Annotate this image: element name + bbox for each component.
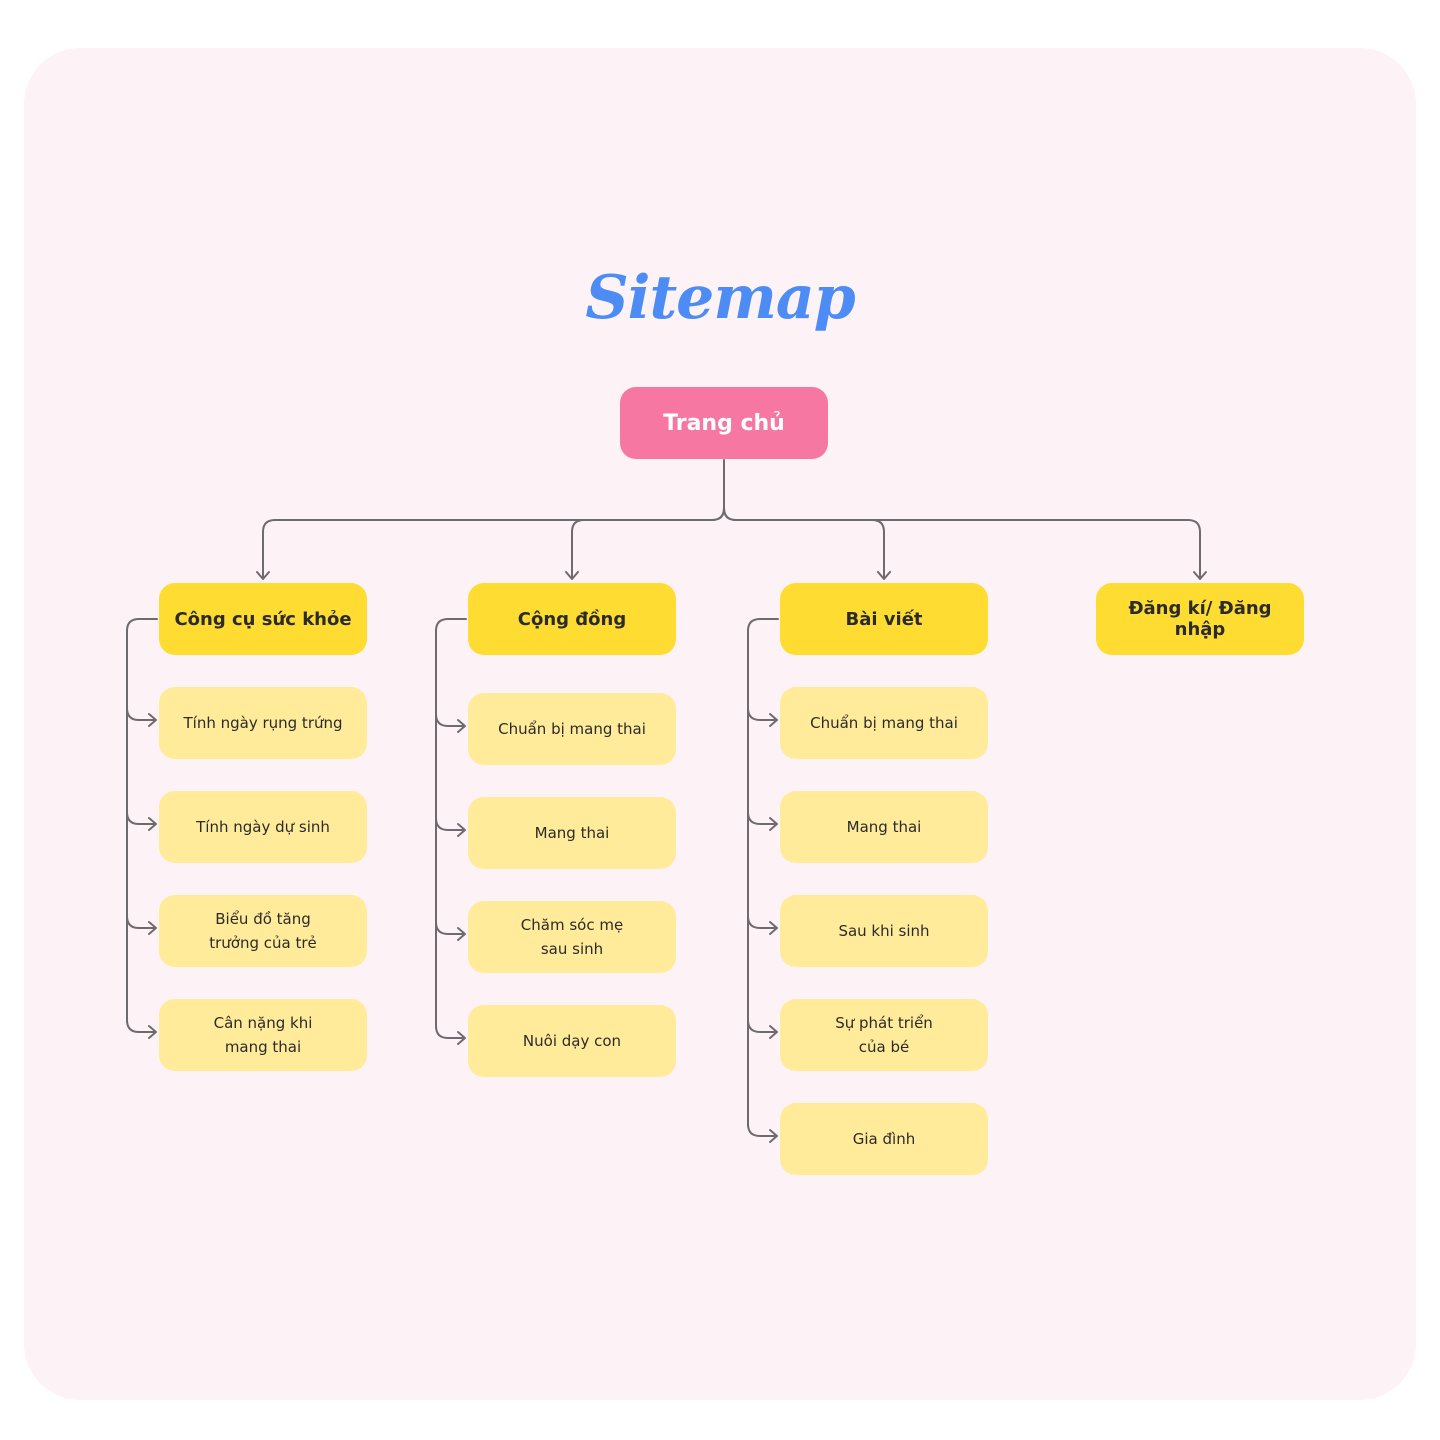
connector-col-2-leaf-0 — [747, 707, 777, 721]
connector-col-1-leaf-3 — [435, 1025, 465, 1039]
node-leaf: Sự phát triển của bé — [780, 999, 988, 1071]
page-title: Sitemap — [585, 263, 855, 333]
arrowhead-cat-1 — [565, 571, 579, 580]
node-leaf: Gia đình — [780, 1103, 988, 1175]
node-category-health-tools: Công cụ sức khỏe — [159, 583, 367, 655]
node-leaf: Chuẩn bị mang thai — [780, 687, 988, 759]
node-category-community: Cộng đồng — [468, 583, 676, 655]
node-leaf: Tính ngày rụng trứng — [159, 687, 367, 759]
node-leaf: Sau khi sinh — [780, 895, 988, 967]
connector-root-to-cat-3 — [723, 507, 1201, 579]
node-category-articles: Bài viết — [780, 583, 988, 655]
connector-col-0-leaf-0 — [126, 707, 156, 721]
connector-col-0-rail — [126, 618, 158, 1023]
node-leaf: Mang thai — [468, 797, 676, 869]
connector-col-0-leaf-2 — [126, 915, 156, 929]
connector-col-0-leaf-3 — [126, 1019, 156, 1033]
connector-col-2-rail — [747, 618, 779, 1127]
node-leaf: Chăm sóc mẹ sau sinh — [468, 901, 676, 973]
connector-col-2-leaf-4 — [747, 1123, 777, 1137]
arrowhead-cat-2 — [877, 571, 891, 580]
node-leaf: Cân nặng khi mang thai — [159, 999, 367, 1071]
connector-col-0-leaf-1 — [126, 811, 156, 825]
node-category-login: Đăng kí/ Đăng nhập — [1096, 583, 1304, 655]
connector-col-2-leaf-2 — [747, 915, 777, 929]
connector-col-2-leaf-1 — [747, 811, 777, 825]
connector-root-to-cat-0 — [262, 507, 725, 579]
connector-root-to-cat-1 — [571, 507, 725, 579]
node-root: Trang chủ — [620, 387, 828, 459]
node-leaf: Tính ngày dự sinh — [159, 791, 367, 863]
node-leaf: Chuẩn bị mang thai — [468, 693, 676, 765]
node-leaf: Nuôi dạy con — [468, 1005, 676, 1077]
connector-col-1-leaf-0 — [435, 713, 465, 727]
connector-col-2-leaf-3 — [747, 1019, 777, 1033]
connector-col-1-leaf-2 — [435, 921, 465, 935]
connector-root-to-cat-2 — [723, 507, 885, 579]
connector-col-1-rail — [435, 618, 467, 1029]
arrowhead-cat-3 — [1193, 571, 1207, 580]
connector-col-1-leaf-1 — [435, 817, 465, 831]
node-leaf: Biểu đồ tăng trưởng của trẻ — [159, 895, 367, 967]
arrowhead-cat-0 — [256, 571, 270, 580]
node-leaf: Mang thai — [780, 791, 988, 863]
